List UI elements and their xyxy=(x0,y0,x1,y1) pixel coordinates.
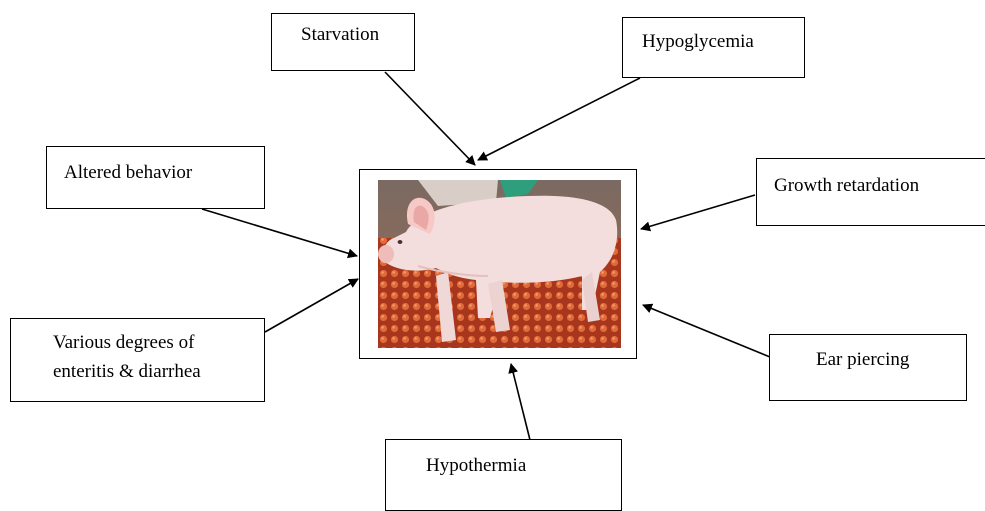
piglet-illustration xyxy=(378,180,621,348)
label-hypoglycemia: Hypoglycemia xyxy=(642,29,754,55)
arrow-hypoglycemia xyxy=(478,78,640,160)
box-altered-behavior: Altered behavior xyxy=(46,146,265,209)
piglet-photo xyxy=(378,180,621,348)
arrow-ear-piercing xyxy=(643,305,770,357)
center-image-frame xyxy=(359,169,637,359)
box-hypothermia: Hypothermia xyxy=(385,439,622,511)
box-enteritis: Various degrees of enteritis & diarrhea xyxy=(10,318,265,402)
box-ear-piercing: Ear piercing xyxy=(769,334,967,401)
arrow-growth-retardation xyxy=(641,195,755,229)
label-growth-retardation: Growth retardation xyxy=(774,173,919,199)
box-hypoglycemia: Hypoglycemia xyxy=(622,17,805,78)
label-hypothermia: Hypothermia xyxy=(426,453,526,479)
box-growth-retardation: Growth retardation xyxy=(756,158,985,226)
arrow-starvation xyxy=(385,72,475,165)
label-enteritis-line2: enteritis & diarrhea xyxy=(53,359,201,385)
label-altered-behavior: Altered behavior xyxy=(64,160,192,186)
arrow-enteritis xyxy=(265,279,358,332)
label-starvation: Starvation xyxy=(301,22,379,48)
label-enteritis-line1: Various degrees of xyxy=(53,330,194,356)
arrow-hypothermia xyxy=(511,364,530,440)
box-starvation: Starvation xyxy=(271,13,415,71)
arrow-altered-behavior xyxy=(202,209,357,256)
label-ear-piercing: Ear piercing xyxy=(816,347,909,373)
